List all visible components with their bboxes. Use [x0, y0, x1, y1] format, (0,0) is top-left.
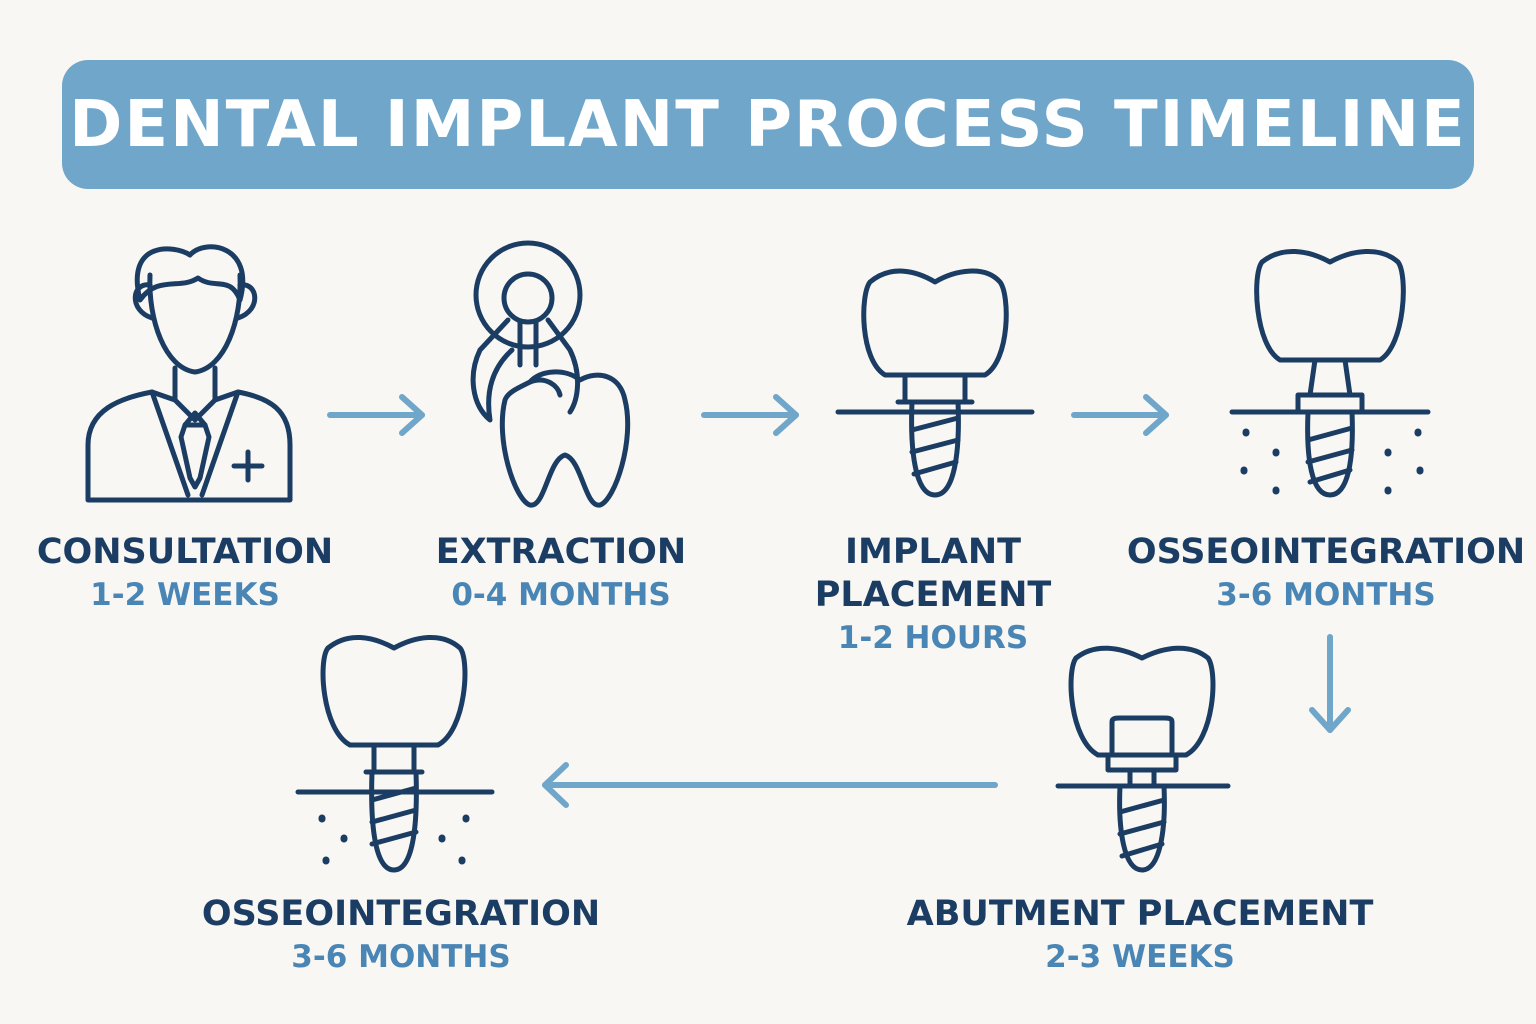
page-title: DENTAL IMPLANT PROCESS TIMELINE — [69, 87, 1467, 162]
step-duration: 1-2 HOURS — [837, 620, 1029, 656]
step-osseointegration: OSSEOINTEGRATION 3-6 MONTHS — [1127, 531, 1525, 617]
step-name: OSSEOINTEGRATION — [201, 894, 601, 934]
step-name: ABUTMENT PLACEMENT — [906, 894, 1374, 934]
step-duration: 2-3 WEEKS — [1045, 939, 1235, 975]
step-name: PLACEMENT — [814, 575, 1052, 615]
step-name: CONSULTATION — [36, 532, 334, 572]
step-name: IMPLANT — [844, 532, 1022, 572]
title-banner: DENTAL IMPLANT PROCESS TIMELINE — [62, 60, 1474, 189]
step-duration: 1-2 WEEKS — [90, 577, 280, 613]
step-implant-placement: IMPLANT PLACEMENT 1-2 HOURS — [815, 531, 1052, 660]
osseointegration-icon — [1229, 248, 1431, 498]
step-name: OSSEOINTEGRATION — [1126, 532, 1526, 572]
step-duration: 3-6 MONTHS — [1216, 577, 1436, 613]
tooth-extraction-icon — [470, 240, 631, 508]
implant-placement-icon — [835, 268, 1035, 498]
step-duration: 0-4 MONTHS — [451, 577, 671, 613]
step-consultation: CONSULTATION 1-2 WEEKS — [37, 531, 333, 617]
arrow-right-icon — [1071, 394, 1169, 436]
dentist-icon — [85, 244, 293, 503]
abutment-icon — [1055, 645, 1231, 873]
arrow-right-icon — [327, 394, 425, 436]
osseointegration-icon — [295, 634, 495, 873]
step-osseointegration-final: OSSEOINTEGRATION 3-6 MONTHS — [202, 893, 600, 979]
arrow-down-icon — [1309, 634, 1351, 733]
step-name: EXTRACTION — [435, 532, 687, 572]
step-abutment-placement: ABUTMENT PLACEMENT 2-3 WEEKS — [907, 893, 1374, 979]
step-duration: 3-6 MONTHS — [291, 939, 511, 975]
step-extraction: EXTRACTION 0-4 MONTHS — [436, 531, 686, 617]
arrow-left-icon — [542, 762, 998, 808]
arrow-right-icon — [701, 394, 799, 436]
